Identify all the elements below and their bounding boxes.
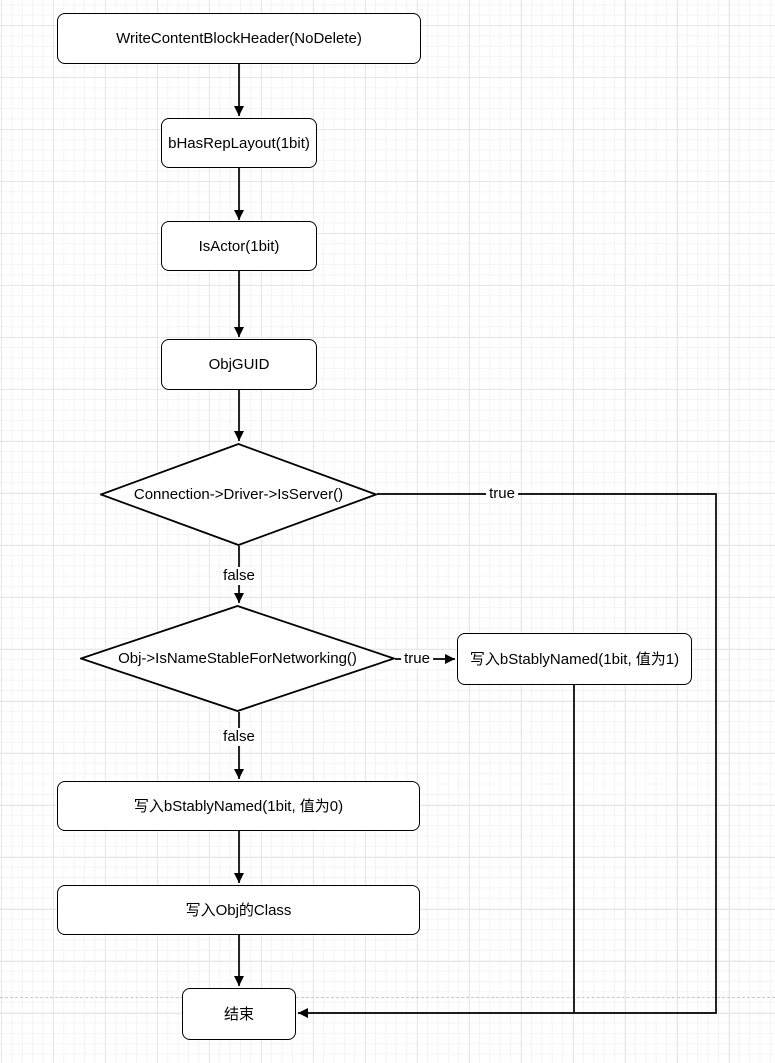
edge-label-isnamestable-false: false [220, 728, 258, 746]
node-label: Connection->Driver->IsServer() [133, 486, 344, 503]
node-label: 结束 [223, 1005, 254, 1023]
node-label: bHasRepLayout(1bit) [168, 134, 310, 152]
node-label: 写入bStablyNamed(1bit, 值为0) [133, 797, 344, 815]
node-connection-driver-is-server[interactable]: Connection->Driver->IsServer() [100, 443, 377, 546]
node-label: ObjGUID [208, 356, 270, 373]
node-is-actor[interactable]: IsActor(1bit) [161, 221, 317, 271]
node-label: WriteContentBlockHeader(NoDelete) [116, 30, 362, 47]
node-obj-is-name-stable[interactable]: Obj->IsNameStableForNetworking() [80, 605, 395, 712]
page-break-line [0, 997, 775, 998]
node-end[interactable]: 结束 [182, 988, 296, 1040]
node-b-has-rep-layout[interactable]: bHasRepLayout(1bit) [161, 118, 317, 168]
diamond-shape [100, 443, 377, 546]
edge-label-isserver-false: false [220, 567, 258, 585]
node-write-b-stably-named-1[interactable]: 写入bStablyNamed(1bit, 值为1) [457, 633, 692, 685]
node-label: Obj->IsNameStableForNetworking() [118, 650, 357, 667]
node-write-content-block-header[interactable]: WriteContentBlockHeader(NoDelete) [57, 13, 421, 64]
edge-label-isnamestable-true: true [401, 650, 433, 668]
node-label: 写入bStablyNamed(1bit, 值为1) [469, 650, 680, 668]
edge-label-isserver-true: true [486, 485, 518, 503]
node-label: 写入Obj的Class [185, 901, 292, 919]
node-label: IsActor(1bit) [198, 237, 280, 255]
node-write-b-stably-named-0[interactable]: 写入bStablyNamed(1bit, 值为0) [57, 781, 420, 831]
edge-isserver-true-to-end[interactable] [298, 493, 717, 1018]
node-obj-guid[interactable]: ObjGUID [161, 339, 317, 390]
node-write-obj-class[interactable]: 写入Obj的Class [57, 885, 420, 935]
diamond-shape [80, 605, 395, 712]
